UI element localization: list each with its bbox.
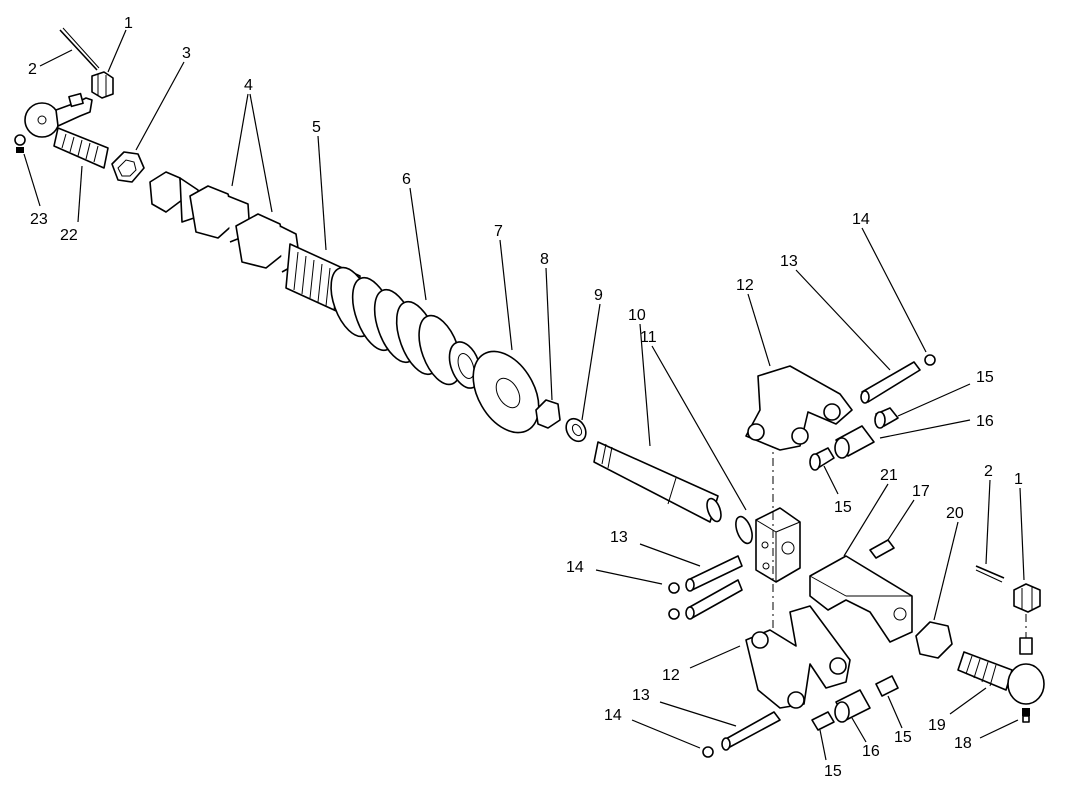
callout-15-bottom-left: 15 (824, 763, 842, 780)
callout-8: 8 (540, 251, 549, 268)
bushing-15-mid (809, 447, 835, 471)
callout-17: 17 (912, 483, 930, 500)
callout-12-bottom: 12 (662, 667, 680, 684)
callout-2-top-left: 2 (28, 61, 37, 78)
callout-7: 7 (494, 223, 503, 240)
tie-rod-end-right (957, 637, 1045, 705)
callout-14-top: 14 (852, 211, 870, 228)
callout-19: 19 (928, 717, 946, 734)
callout-13-bottom: 13 (632, 687, 650, 704)
callout-5: 5 (312, 119, 321, 136)
grease-fitting-left (14, 134, 26, 153)
bracket-12-bottom (745, 605, 851, 709)
callout-13-top: 13 (780, 253, 798, 270)
callout-15-top: 15 (976, 369, 994, 386)
cotter-pin-right (975, 565, 1005, 583)
washer-9 (565, 417, 587, 443)
callout-6: 6 (402, 171, 411, 188)
callout-15-mid: 15 (834, 499, 852, 516)
callout-1-top-left: 1 (124, 15, 133, 32)
callout-4: 4 (244, 77, 253, 94)
callout-9: 9 (594, 287, 603, 304)
callout-16-bottom: 16 (862, 743, 880, 760)
callout-20: 20 (946, 505, 964, 522)
jam-nut-3 (111, 151, 145, 183)
clips-14-left (668, 582, 680, 620)
callout-16-top: 16 (976, 413, 994, 430)
callout-23: 23 (30, 211, 48, 228)
cotter-pin-top-left (59, 27, 100, 71)
pin-17 (869, 539, 895, 559)
shaft-body (149, 171, 361, 321)
callout-18: 18 (954, 735, 972, 752)
clip-14-bottom (702, 746, 714, 758)
callout-21: 21 (880, 467, 898, 484)
castle-nut-right (1013, 583, 1041, 613)
callout-13-left: 13 (610, 529, 628, 546)
callout-12-top: 12 (736, 277, 754, 294)
bushing-15-top (874, 407, 899, 429)
nut-20 (915, 621, 953, 659)
callout-10: 10 (628, 307, 646, 324)
callout-11: 11 (640, 329, 657, 346)
rod-10 (593, 441, 722, 523)
callout-15-bottom-right: 15 (894, 729, 912, 746)
callout-labels: 2 1 3 4 5 6 7 8 9 10 11 12 13 14 15 16 1… (28, 15, 1023, 780)
callout-14-bottom: 14 (604, 707, 622, 724)
leader-lines (23, 29, 1025, 761)
bushing-16-bottom (834, 689, 871, 723)
callout-1-right: 1 (1014, 471, 1023, 488)
link-21 (809, 555, 913, 643)
castle-nut-top-left (91, 71, 114, 99)
pin-13-bottom (721, 711, 781, 751)
tie-rod-end-left (24, 92, 109, 169)
bushing-15-bottom-left (811, 711, 835, 731)
spring-6 (330, 266, 462, 386)
callout-3: 3 (182, 45, 191, 62)
callout-14-left: 14 (566, 559, 584, 576)
bushing-16-top (834, 425, 875, 459)
bracket-12-top (745, 365, 853, 451)
callout-2-right: 2 (984, 463, 993, 480)
pin-13-top (860, 361, 921, 404)
grease-fitting-right (1022, 708, 1030, 723)
washer-7 (472, 350, 540, 434)
block-11 (735, 507, 801, 583)
pins-13-left (685, 555, 743, 620)
bushing-15-bottom-right (875, 675, 899, 697)
callout-22: 22 (60, 227, 78, 244)
nut-8 (535, 399, 561, 429)
clip-14-top (924, 354, 936, 366)
